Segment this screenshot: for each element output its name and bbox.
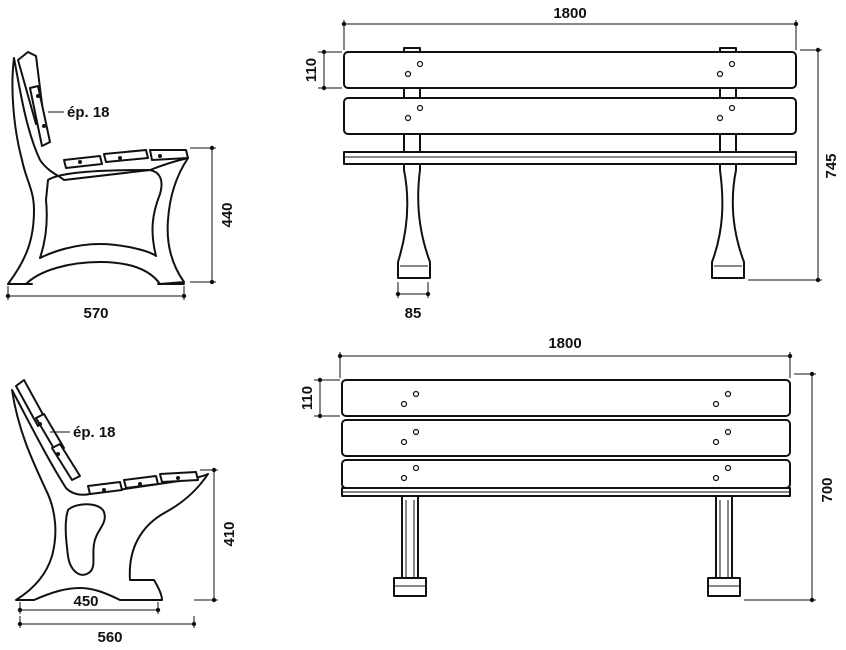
bench-2-overall-height-label: 700 [819,477,836,502]
bench-1-side-dimensions: 570 440 [5,145,236,322]
bench-1-width-label: 1800 [553,5,586,22]
bench-2-front-view [341,379,791,597]
bench-1-front-dimensions: 1800 110 745 85 [303,5,840,322]
bench-2-front-dimensions: 1800 110 700 [299,335,836,603]
bench-1-overall-height-label: 745 [823,153,840,178]
bench-2-depth-label: 560 [97,629,122,646]
bench-2-width-label: 1800 [548,335,581,352]
bench-1-side-view: ép. 18 [7,51,189,285]
bench-1-leg-width-label: 85 [405,305,422,322]
bench-2-height-label: 410 [221,521,238,546]
bench-1-front-view [343,47,797,279]
bench-2-side-dimensions: 450 560 410 [17,467,238,646]
bench-2-side-view: ép. 18 [11,379,209,601]
bench-1-depth-label: 570 [83,305,108,322]
bench-1-slat-label: 110 [303,58,320,82]
bench-2-foot-depth-label: 450 [73,593,98,610]
bench-1-thickness-note: ép. 18 [67,104,110,121]
bench-2-slat-label: 110 [299,386,316,410]
bench-2-thickness-note: ép. 18 [73,424,116,441]
bench-1-height-label: 440 [219,202,236,227]
